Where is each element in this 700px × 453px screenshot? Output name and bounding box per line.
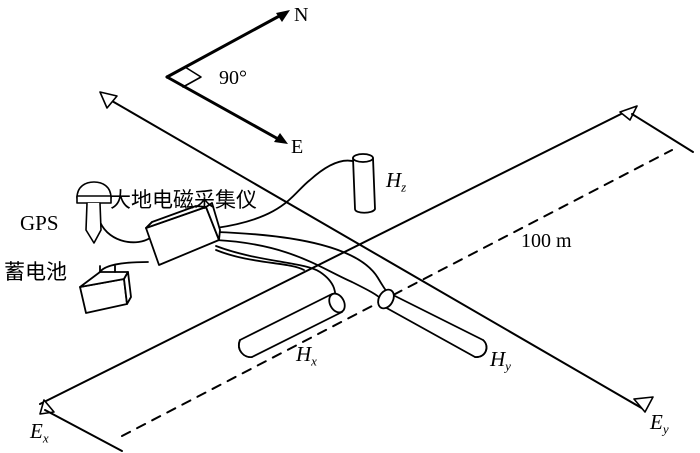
ex-line (39, 105, 638, 415)
ey-far-electrode-marker (99, 91, 118, 109)
ex-dashed-line (121, 149, 673, 437)
battery-box (79, 265, 132, 314)
compass (165, 10, 290, 144)
cable-gps (99, 221, 151, 244)
hy-label: Hy (490, 347, 511, 374)
ey-line (99, 91, 654, 413)
north-arrowhead (276, 10, 290, 22)
hz-coil (352, 153, 376, 214)
cable-hx (215, 245, 337, 306)
cable-hy-2 (215, 239, 383, 301)
cable-hz (215, 159, 357, 229)
east-label: E (291, 136, 304, 158)
ey-label: Ey (650, 410, 669, 437)
north-arrow-line (165, 12, 285, 79)
battery-label: 蓄电池 (4, 260, 67, 284)
recorder-label: 大地电磁采集仪 (110, 188, 257, 212)
ex-label: Ex (30, 419, 49, 446)
right-angle-marker (182, 66, 202, 88)
hx-coil (238, 292, 346, 358)
cables (97, 159, 393, 306)
ex-electrode-marker (39, 399, 55, 415)
north-label: N (294, 4, 309, 26)
east-arrowhead (274, 133, 288, 144)
angle-label: 90° (219, 67, 247, 89)
gps-antenna (76, 181, 112, 244)
ex-far-return-line (631, 113, 694, 153)
hy-coil (377, 288, 488, 358)
distance-label: 100 m (521, 230, 572, 252)
cable-ground (215, 249, 305, 271)
gps-label: GPS (20, 211, 59, 235)
recorder-box (145, 202, 221, 266)
ey-electrode-marker (633, 396, 654, 413)
hz-label: Hz (386, 168, 407, 195)
ex-return-line (44, 409, 123, 452)
hx-label: Hx (296, 342, 317, 369)
east-arrow-line (165, 75, 282, 142)
ex-far-electrode-marker (619, 105, 638, 121)
